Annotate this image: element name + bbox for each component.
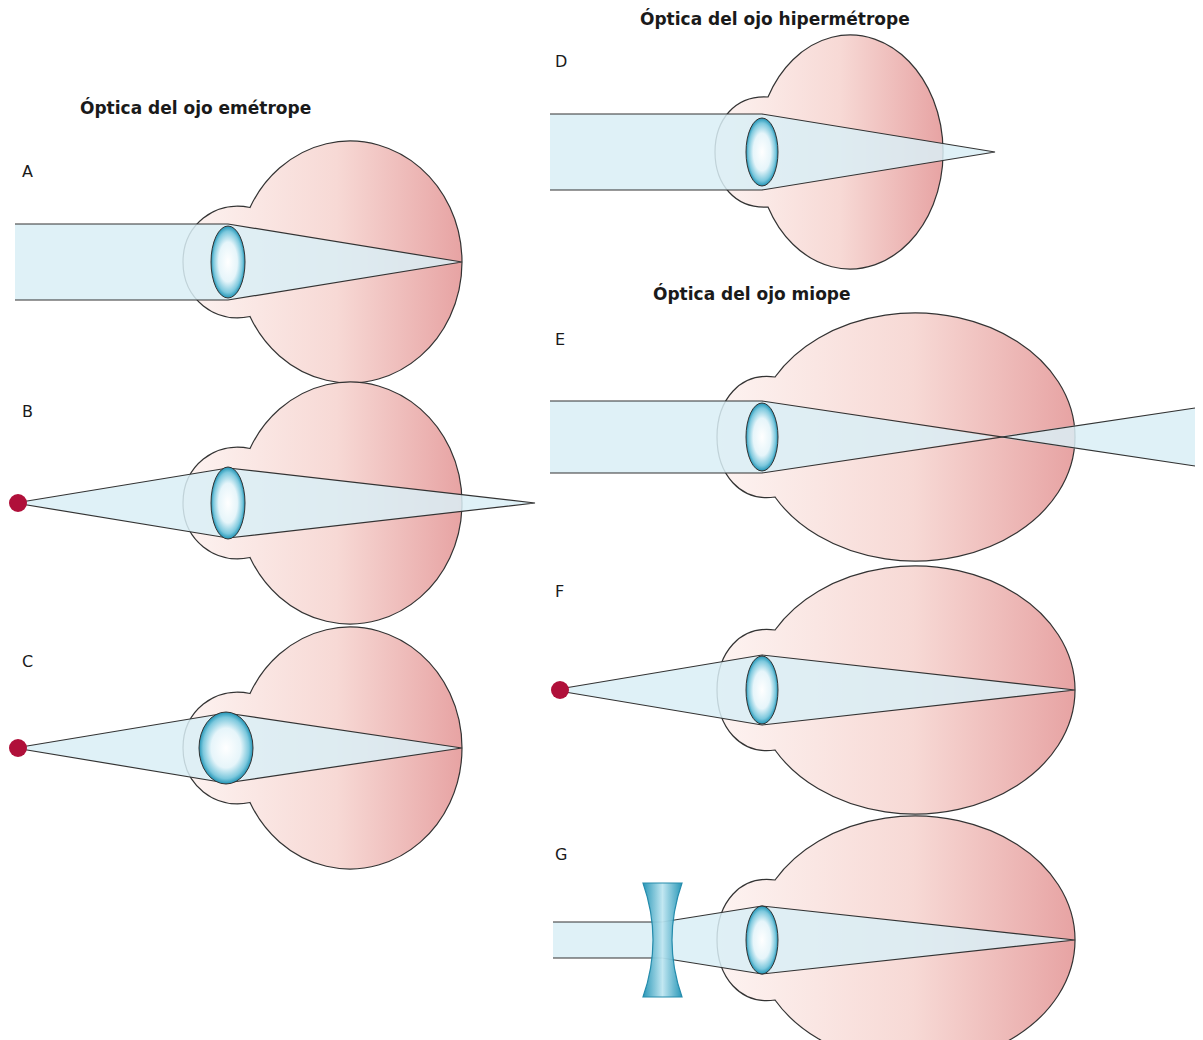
section-heading: Óptica del ojo hipermétrope [640,9,910,29]
panel-letter: F [555,582,564,601]
section-heading: Óptica del ojo miope [653,284,851,304]
section-heading: Óptica del ojo emétrope [80,98,311,118]
panel-letter: E [555,330,565,349]
panel-letter: B [22,402,33,421]
panel-letter: G [555,845,567,864]
panel-letter: D [555,52,567,71]
panel-letter: C [22,652,33,671]
eye-a [15,141,462,383]
panel-letter: A [22,162,33,181]
